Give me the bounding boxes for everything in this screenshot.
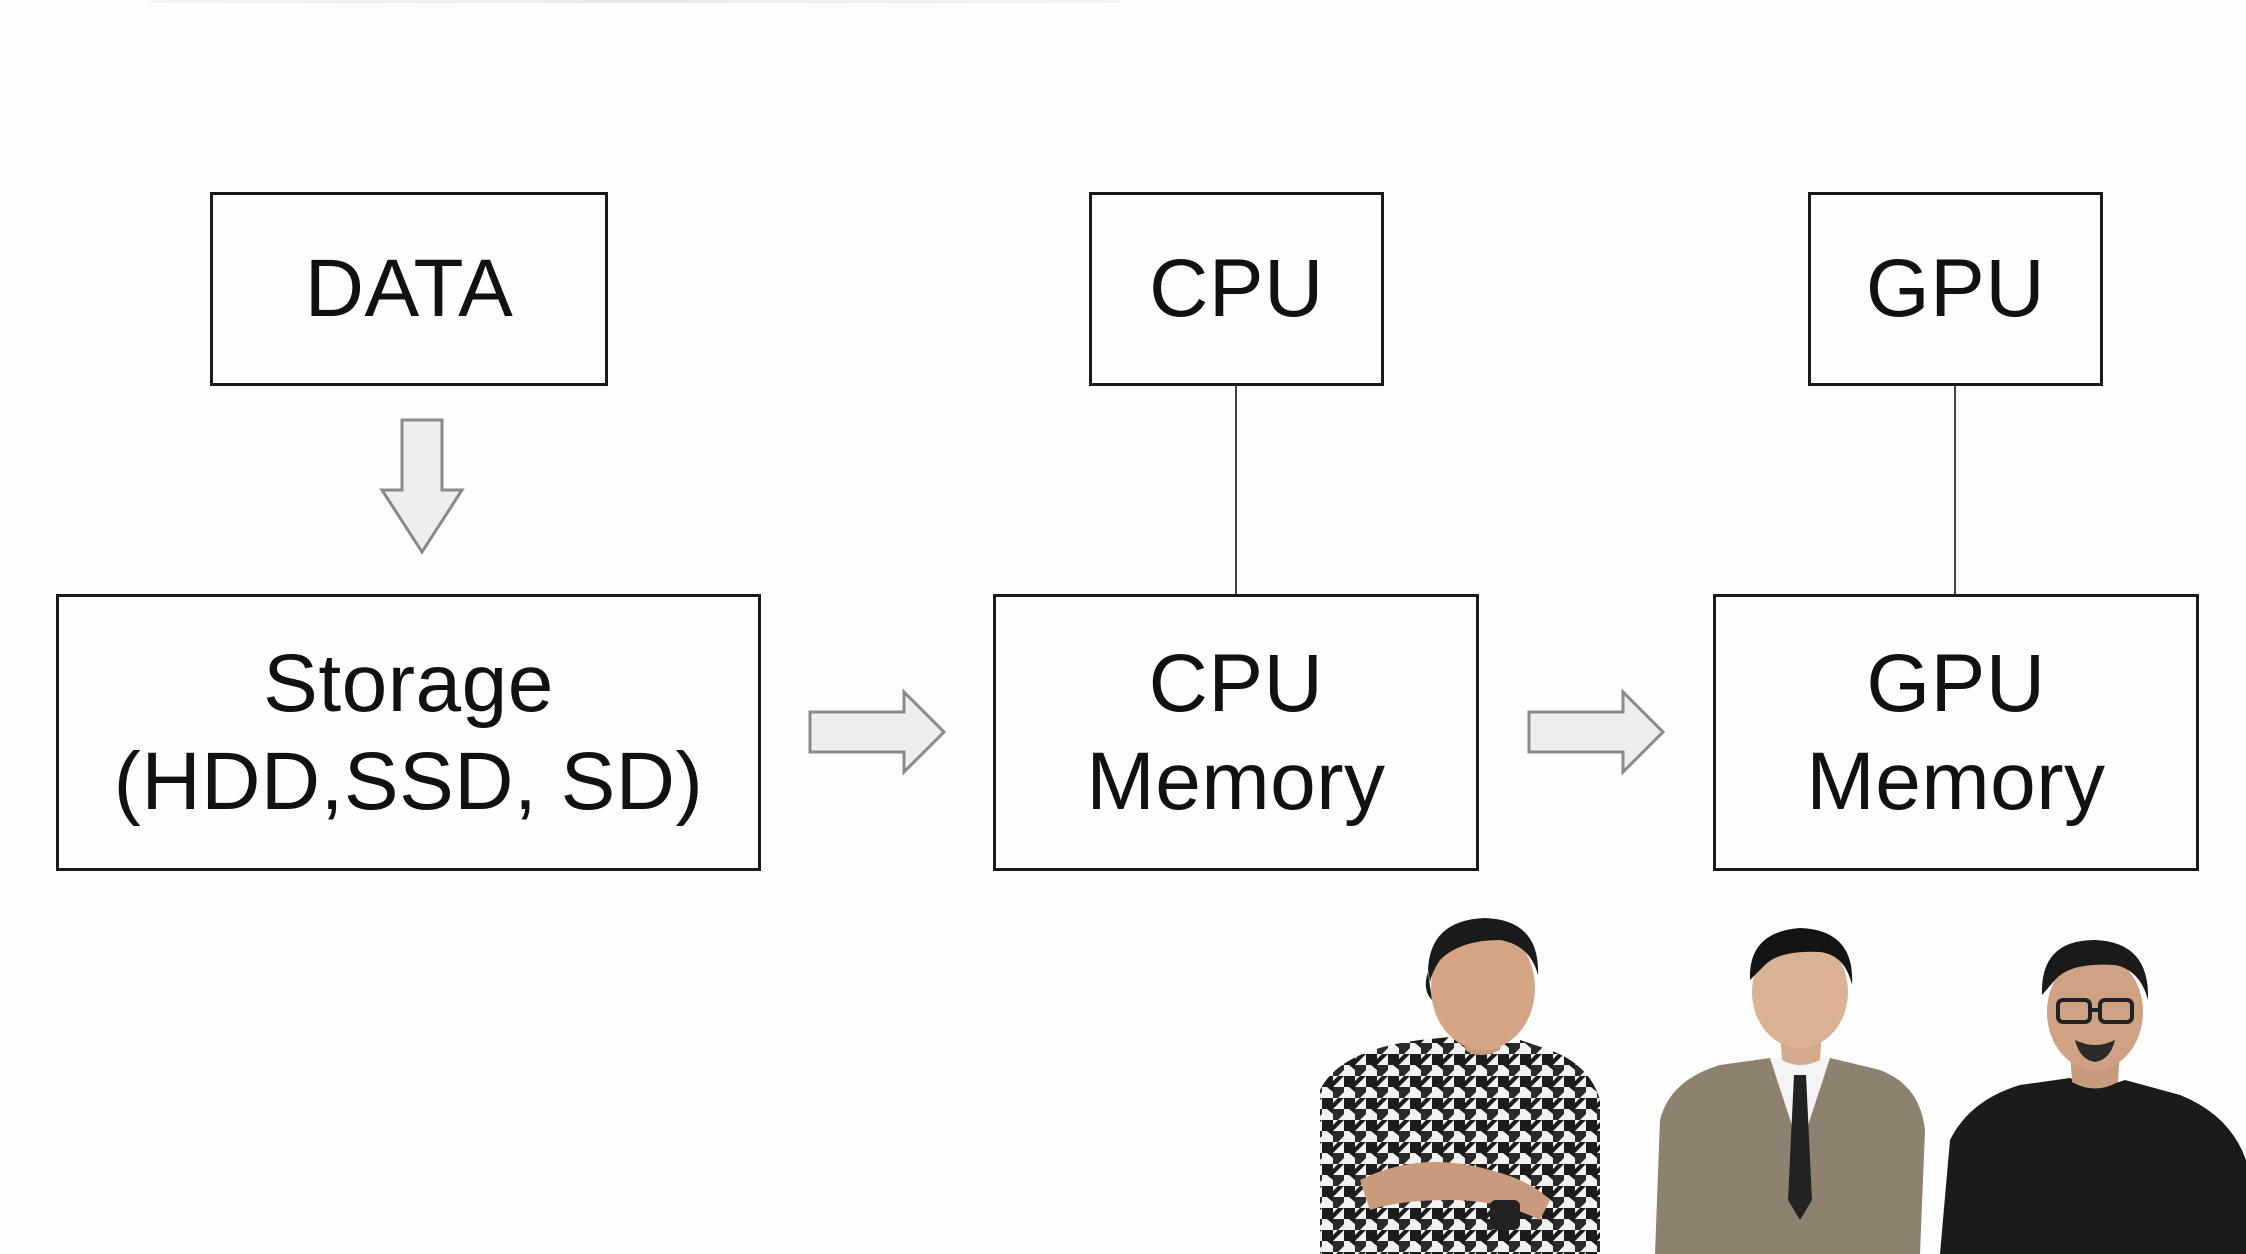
participant-3: [1940, 940, 2246, 1254]
data-label: DATA: [304, 243, 514, 334]
webcam-overlay: [1300, 900, 2246, 1254]
cpu-box: CPU: [1089, 192, 1384, 386]
storage-text: Storage (HDD,SSD, SD): [114, 635, 704, 831]
gpu-box: GPU: [1808, 192, 2103, 386]
data-box: DATA: [210, 192, 608, 386]
storage-label-line2: (HDD,SSD, SD): [113, 735, 704, 827]
gpu-memory-text: GPU Memory: [1806, 635, 2105, 831]
gpu-label: GPU: [1865, 243, 2046, 334]
gpu-memory-box: GPU Memory: [1713, 594, 2199, 871]
gpu-memory-label-line1: GPU: [1866, 637, 2046, 729]
cpu-memory-label-line2: Memory: [1086, 735, 1386, 827]
gpu-memory-label-line2: Memory: [1806, 735, 2106, 827]
cpu-memory-box: CPU Memory: [993, 594, 1479, 871]
right-arrow-icon: [808, 688, 947, 776]
storage-label-line1: Storage: [263, 637, 554, 729]
participants-image: [1320, 918, 2246, 1254]
cpu-memory-text: CPU Memory: [1086, 635, 1385, 831]
storage-box: Storage (HDD,SSD, SD): [56, 594, 761, 871]
right-arrow-icon: [1527, 688, 1666, 776]
participant-2: [1655, 928, 1925, 1254]
cpu-memory-label-line1: CPU: [1148, 637, 1324, 729]
cpu-label: CPU: [1149, 243, 1324, 334]
participant-1: [1320, 918, 1600, 1254]
cpu-to-cpu-memory-line: [1235, 386, 1237, 595]
down-arrow-icon: [379, 418, 465, 555]
gpu-to-gpu-memory-line: [1954, 386, 1956, 595]
top-edge-line: [150, 0, 1120, 3]
